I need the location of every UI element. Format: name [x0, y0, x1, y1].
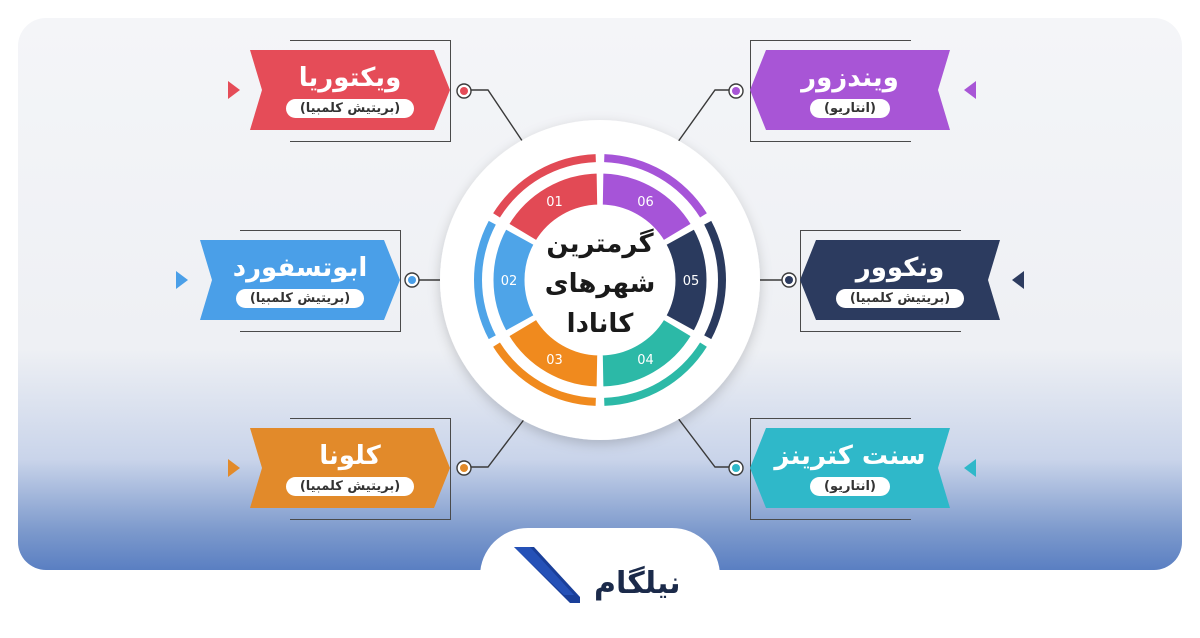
connector-dot-icon [456, 460, 472, 476]
city-province: (بریتیش کلمبیا) [235, 288, 365, 308]
segment-number-03: 03 [546, 353, 563, 368]
city-province: (انتاریو) [810, 476, 890, 496]
outer-arc-02 [474, 220, 496, 340]
city-name: ویندزور [801, 62, 899, 93]
city-province: (بریتیش کلمبیا) [285, 476, 415, 496]
chevron-right-icon [176, 271, 188, 289]
wheel-sector-06 [599, 170, 695, 244]
center-title-line-1: گرمترین [546, 228, 654, 259]
connector-dot-icon [781, 272, 797, 288]
wheel-sector-03 [505, 316, 601, 390]
connector-dot-icon [456, 83, 472, 99]
city-name: ونکوور [855, 252, 945, 283]
outer-arc-04 [604, 342, 707, 406]
connector-dot-icon [728, 83, 744, 99]
city-box-victoria: ویکتوریا (بریتیش کلمبیا) [250, 50, 450, 130]
logo-notch [480, 528, 720, 638]
city-name: ویکتوریا [298, 62, 402, 93]
city-box-kelowna: کلونا (بریتیش کلمبیا) [250, 428, 450, 508]
outer-arc-06 [604, 154, 707, 218]
wheel-sector-02 [490, 225, 538, 335]
city-box-abbotsford: ابوتسفورد (بریتیش کلمبیا) [200, 240, 400, 320]
chevron-left-icon [1012, 271, 1024, 289]
wheel-center-disc [526, 206, 674, 354]
chevron-right-icon [228, 81, 240, 99]
connector-dot-icon [728, 460, 744, 476]
segment-numbers: 01 02 03 04 05 06 [501, 195, 700, 368]
city-name: ابوتسفورد [232, 252, 368, 283]
city-province: (انتاریو) [810, 98, 890, 118]
city-box-vancouver: ونکوور (بریتیش کلمبیا) [800, 240, 1000, 320]
city-name: سنت کترینز [774, 440, 926, 471]
outer-arc-05 [704, 220, 727, 340]
chevron-left-icon [964, 459, 976, 477]
outer-ring-arcs [474, 154, 727, 406]
city-province: (بریتیش کلمبیا) [835, 288, 965, 308]
chevron-right-icon [228, 459, 240, 477]
brand-logo-mark [514, 547, 580, 603]
segment-number-05: 05 [683, 274, 700, 289]
segment-number-06: 06 [637, 195, 654, 210]
center-title-line-3: کانادا [567, 309, 635, 339]
city-name: کلونا [319, 440, 381, 471]
city-box-windsor: ویندزور (انتاریو) [750, 50, 950, 130]
center-title-line-2: شهرهای [545, 269, 656, 299]
outer-arc-01 [493, 154, 596, 218]
segment-number-02: 02 [501, 274, 518, 289]
segment-number-01: 01 [546, 195, 563, 210]
city-box-st-catharines: سنت کترینز (انتاریو) [750, 428, 950, 508]
city-province: (بریتیش کلمبیا) [285, 98, 415, 118]
wheel-sectors [490, 170, 710, 390]
brand-name: نیلگام [594, 566, 681, 601]
connector-dot-icon [404, 272, 420, 288]
chevron-left-icon [964, 81, 976, 99]
segment-number-04: 04 [637, 353, 654, 368]
wheel-sector-05 [662, 225, 710, 335]
outer-arc-03 [493, 342, 596, 406]
